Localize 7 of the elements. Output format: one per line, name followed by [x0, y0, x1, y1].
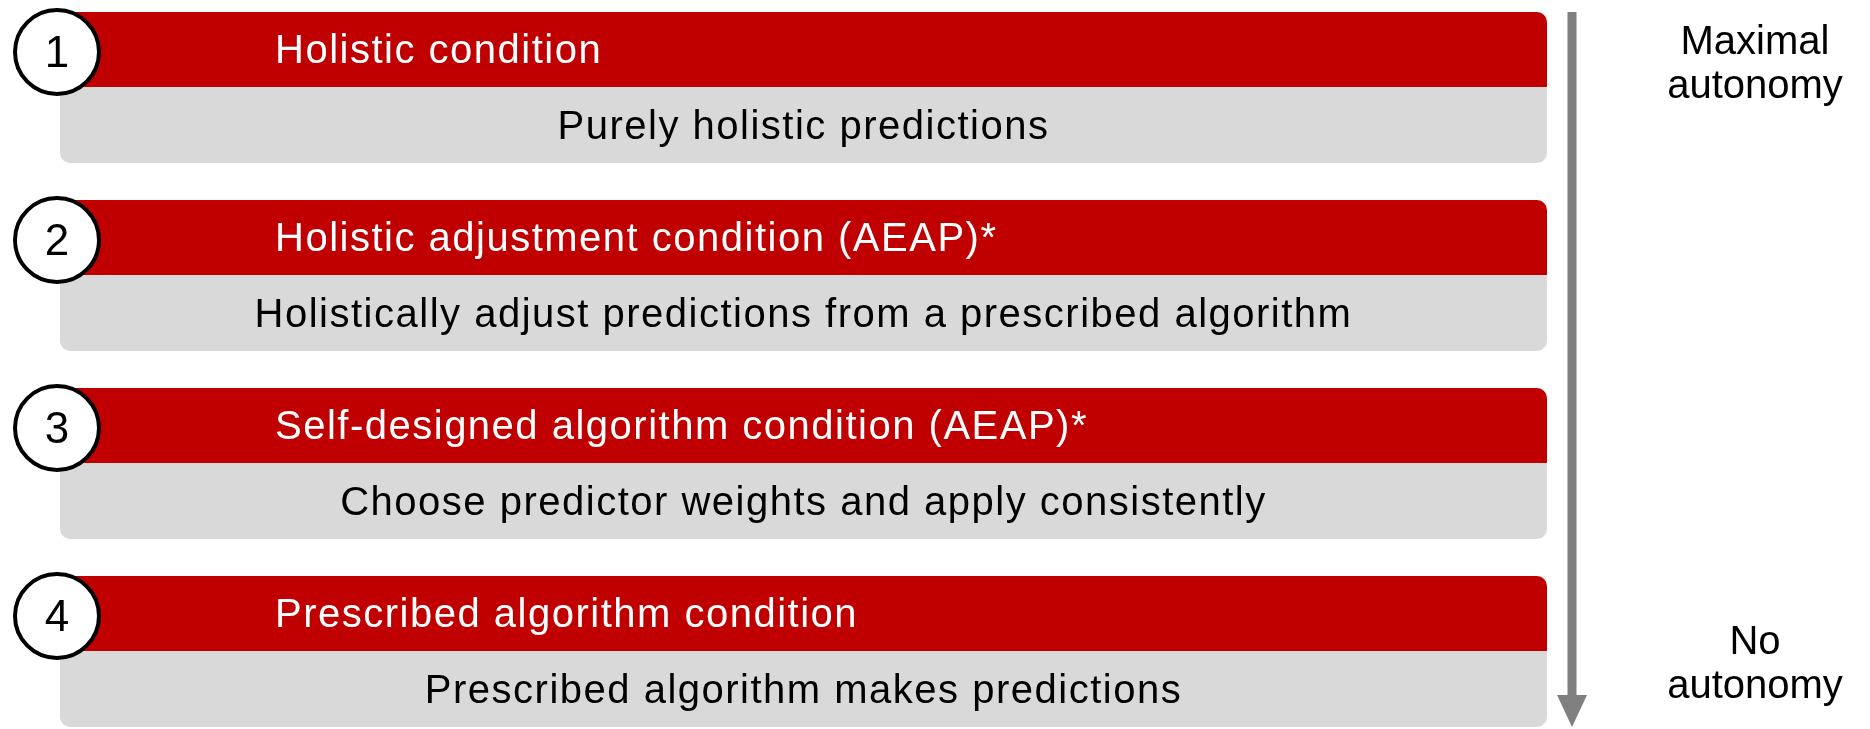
scale-label: Maximal autonomy — [1666, 18, 1844, 106]
description-bar: Purely holistic predictions — [60, 87, 1547, 163]
scale-label: No autonomy — [1666, 618, 1844, 706]
step-number: 1 — [13, 8, 101, 96]
description-bar: Choose predictor weights and apply consistently — [60, 463, 1547, 539]
description-bar: Prescribed algorithm makes predictions — [60, 651, 1547, 727]
description-bar: Holistically adjust predictions from a prescribed algorithm — [60, 275, 1547, 351]
